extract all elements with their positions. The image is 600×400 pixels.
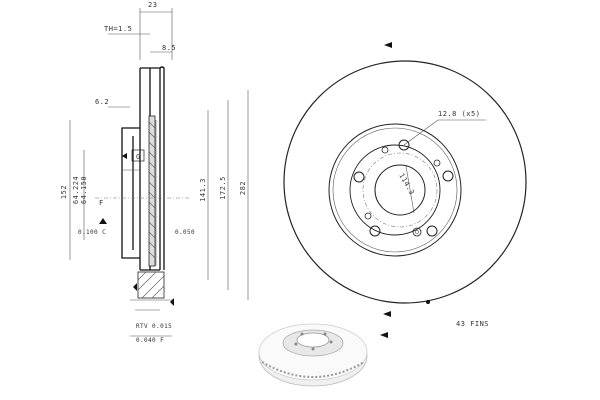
dim-friction-diameter: 172.5 <box>219 176 227 200</box>
section-view: 23 TH=1.5 8.5 6.2 G F 152 64.224 64.150 … <box>60 1 249 344</box>
dim-overall-width: 23 <box>148 1 157 9</box>
dim-bore-nominal: 64.224 <box>72 176 80 204</box>
flatness-label: 0.040 F <box>136 337 164 344</box>
dim-min-thickness: TH=1.5 <box>104 25 132 33</box>
dim-bore-min: 64.150 <box>80 176 88 204</box>
bolt-hole <box>353 171 365 183</box>
isometric-disc-preview <box>258 323 368 387</box>
front-view: 12.8 (x5) 114.3 43 FINS <box>283 42 527 338</box>
tolerance-left: 0.100 C <box>78 229 106 236</box>
bolt-hole-label: 12.8 (x5) <box>438 110 480 118</box>
fins-label: 43 FINS <box>456 320 489 328</box>
datum-g-label: G <box>136 153 141 161</box>
dim-inner-diameter: 141.3 <box>199 178 207 202</box>
dim-hat-height: 152 <box>60 185 68 199</box>
runout-label: RTV 0.015 <box>136 323 172 330</box>
dim-outer-diameter: 282 <box>239 181 247 195</box>
datum-f-label: F <box>99 199 104 207</box>
dim-hat-thickness: 6.2 <box>95 98 109 106</box>
tolerance-right: 0.050 <box>175 229 195 236</box>
dim-rotor-thickness: 8.5 <box>162 44 176 52</box>
bolt-hole <box>426 225 438 237</box>
bolt-hole <box>442 170 454 182</box>
pcd-label: 114.3 <box>397 172 416 196</box>
bolt-hole <box>369 225 381 237</box>
bolt-hole <box>398 139 410 151</box>
